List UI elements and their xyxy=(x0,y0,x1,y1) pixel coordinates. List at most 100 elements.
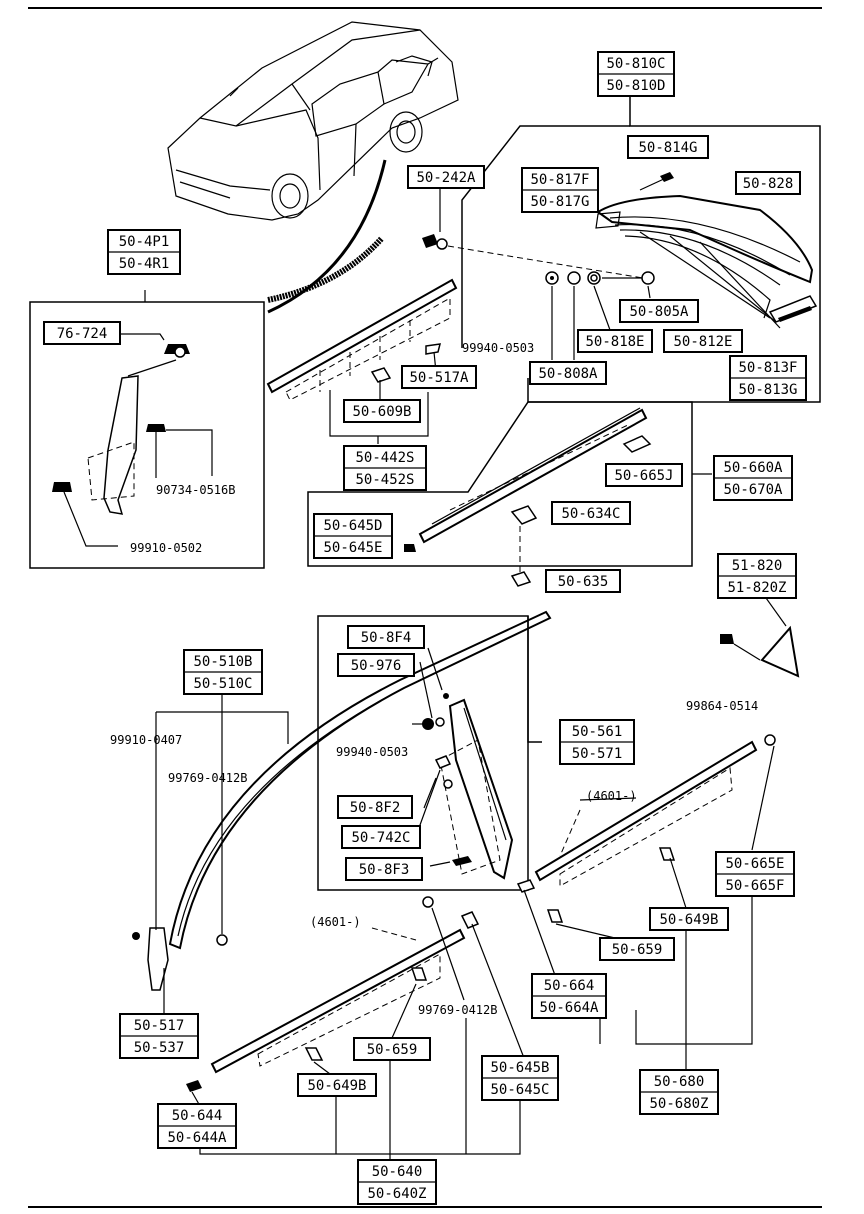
part-number-99910-0502: 99910-0502 xyxy=(130,541,202,555)
label-text: 51-820 xyxy=(732,558,783,574)
part-label-50665j: 50-665J xyxy=(605,463,683,487)
part-label-50976: 50-976 xyxy=(337,653,415,677)
part-label-50635: 50-635 xyxy=(545,569,621,593)
label-text: 50-645C xyxy=(490,1082,549,1098)
label-text: 50-665F xyxy=(725,878,784,894)
part-number-99940-mid: 99940-0503 xyxy=(336,745,408,759)
label-box xyxy=(407,165,485,189)
label-box xyxy=(43,321,121,345)
part-label-51820: 51-820 51-820Z xyxy=(717,553,797,599)
part-label-50818e: 50-818E xyxy=(577,329,653,353)
roof-rail xyxy=(595,172,814,329)
label-text: 50-817G xyxy=(530,194,589,210)
part-label-50659_l: 50-659 xyxy=(353,1037,431,1061)
part-label-50812e: 50-812E xyxy=(663,329,743,353)
corner-triangle xyxy=(760,625,800,678)
label-text: 50-665J xyxy=(614,468,673,484)
label-text: 50-660A xyxy=(723,460,783,476)
label-text: 50-817F xyxy=(530,172,589,188)
label-box xyxy=(619,299,699,323)
door-moulding xyxy=(404,407,652,587)
part-label-508f3: 50-8F3 xyxy=(345,857,423,881)
upper-moulding xyxy=(266,278,458,401)
label-box xyxy=(337,795,413,819)
part-label-50810: 50-810C 50-810D xyxy=(597,51,675,97)
label-text: 51-820Z xyxy=(727,580,786,596)
label-text: 50-805A xyxy=(629,304,689,320)
label-text: 50-649B xyxy=(659,912,718,928)
label-text: 50-808A xyxy=(538,366,598,382)
part-number-90734: 90734-0516B xyxy=(156,483,235,497)
label-text: 50-452S xyxy=(355,472,414,488)
label-text: 50-634C xyxy=(561,506,620,522)
part-label-50649b_r: 50-649B xyxy=(649,907,729,931)
label-box xyxy=(341,825,421,849)
frame-door-moulding xyxy=(307,401,693,567)
part-number-4601-r: (4601-) xyxy=(586,789,637,803)
part-label-50814g: 50-814G xyxy=(627,135,709,159)
quarter-trim xyxy=(422,693,514,880)
label-text: 50-742C xyxy=(351,830,410,846)
label-box xyxy=(599,937,675,961)
label-text: 50-8F2 xyxy=(350,800,401,816)
label-box xyxy=(337,653,415,677)
label-text: 50-664 xyxy=(544,978,595,994)
part-number-99940-top: 99940-0503 xyxy=(462,341,534,355)
label-text: 50-828 xyxy=(743,176,794,192)
part-label-50649b_l: 50-649B xyxy=(297,1073,377,1097)
part-label-50808a: 50-808A xyxy=(529,361,607,385)
part-label-50517a: 50-517A xyxy=(401,365,477,389)
label-text: 50-649B xyxy=(307,1078,366,1094)
part-label-50817: 50-817F 50-817G xyxy=(521,167,599,213)
part-label-76724: 76-724 xyxy=(43,321,121,345)
label-text: 50-810D xyxy=(606,78,665,94)
label-box xyxy=(353,1037,431,1061)
label-text: 50-442S xyxy=(355,450,414,466)
part-label-50665e: 50-665E 50-665F xyxy=(715,851,795,897)
label-text: 50-645D xyxy=(323,518,382,534)
label-text: 50-813F xyxy=(738,360,797,376)
part-number-99769-b: 99769-0412B xyxy=(418,1003,497,1017)
part-label-50828: 50-828 xyxy=(735,171,801,195)
part-label-50242a: 50-242A xyxy=(407,165,485,189)
label-text: 50-571 xyxy=(572,746,623,762)
part-label-508f2: 50-8F2 xyxy=(337,795,413,819)
part-label-50659_r: 50-659 xyxy=(599,937,675,961)
label-text: 50-4R1 xyxy=(119,256,170,272)
label-text: 50-810C xyxy=(606,56,665,72)
frame-roof-rail xyxy=(527,96,821,403)
car-illustration xyxy=(167,21,459,221)
label-text: 50-680 xyxy=(654,1074,705,1090)
car-moulding-strip xyxy=(267,236,385,303)
label-text: 50-8F3 xyxy=(359,862,410,878)
rear-moulding-right xyxy=(516,734,776,923)
label-text: 50-665E xyxy=(725,856,784,872)
label-box xyxy=(649,907,729,931)
part-label-50634c: 50-634C xyxy=(551,501,631,525)
label-box xyxy=(345,857,423,881)
part-label-50664: 50-664 50-664A xyxy=(531,973,607,1019)
part-label-50742c: 50-742C xyxy=(341,825,421,849)
part-label-504p1: 50-4P1 50-4R1 xyxy=(107,229,181,275)
part-label-508f4: 50-8F4 xyxy=(347,625,425,649)
label-text: 50-680Z xyxy=(649,1096,708,1112)
label-box xyxy=(735,171,801,195)
label-text: 50-976 xyxy=(351,658,402,674)
label-text: 50-664A xyxy=(539,1000,599,1016)
label-text: 50-517 xyxy=(134,1018,185,1034)
label-box xyxy=(663,329,743,353)
label-box xyxy=(605,463,683,487)
label-box xyxy=(529,361,607,385)
label-text: 50-644 xyxy=(172,1108,223,1124)
label-text: 50-4P1 xyxy=(119,234,170,250)
label-box xyxy=(545,569,621,593)
